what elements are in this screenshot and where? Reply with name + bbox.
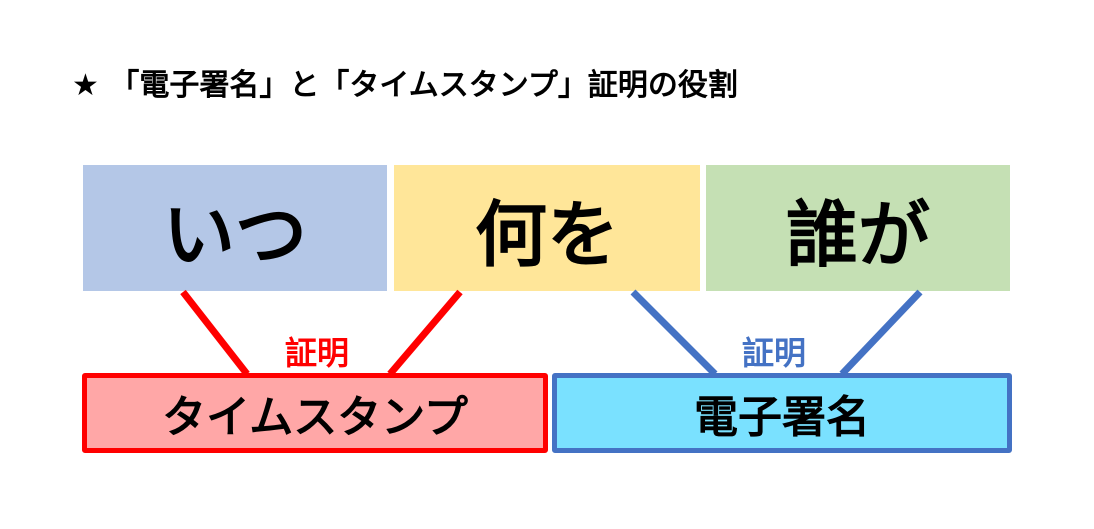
blue-line-right — [839, 289, 923, 377]
red-line-right — [387, 289, 463, 377]
box-who: 誰が — [706, 165, 1010, 291]
blue-line-left — [630, 289, 718, 377]
box-when: いつ — [83, 165, 387, 291]
proof-label-timestamp: 証明 — [285, 334, 350, 372]
page-title: ★ 「電子署名」と「タイムスタンプ」証明の役割 — [72, 68, 738, 103]
box-what: 何を — [394, 165, 700, 291]
signature-box: 電子署名 — [552, 373, 1012, 453]
red-line-left — [180, 289, 250, 377]
proof-label-signature: 証明 — [742, 334, 807, 372]
timestamp-box: タイムスタンプ — [82, 373, 548, 453]
